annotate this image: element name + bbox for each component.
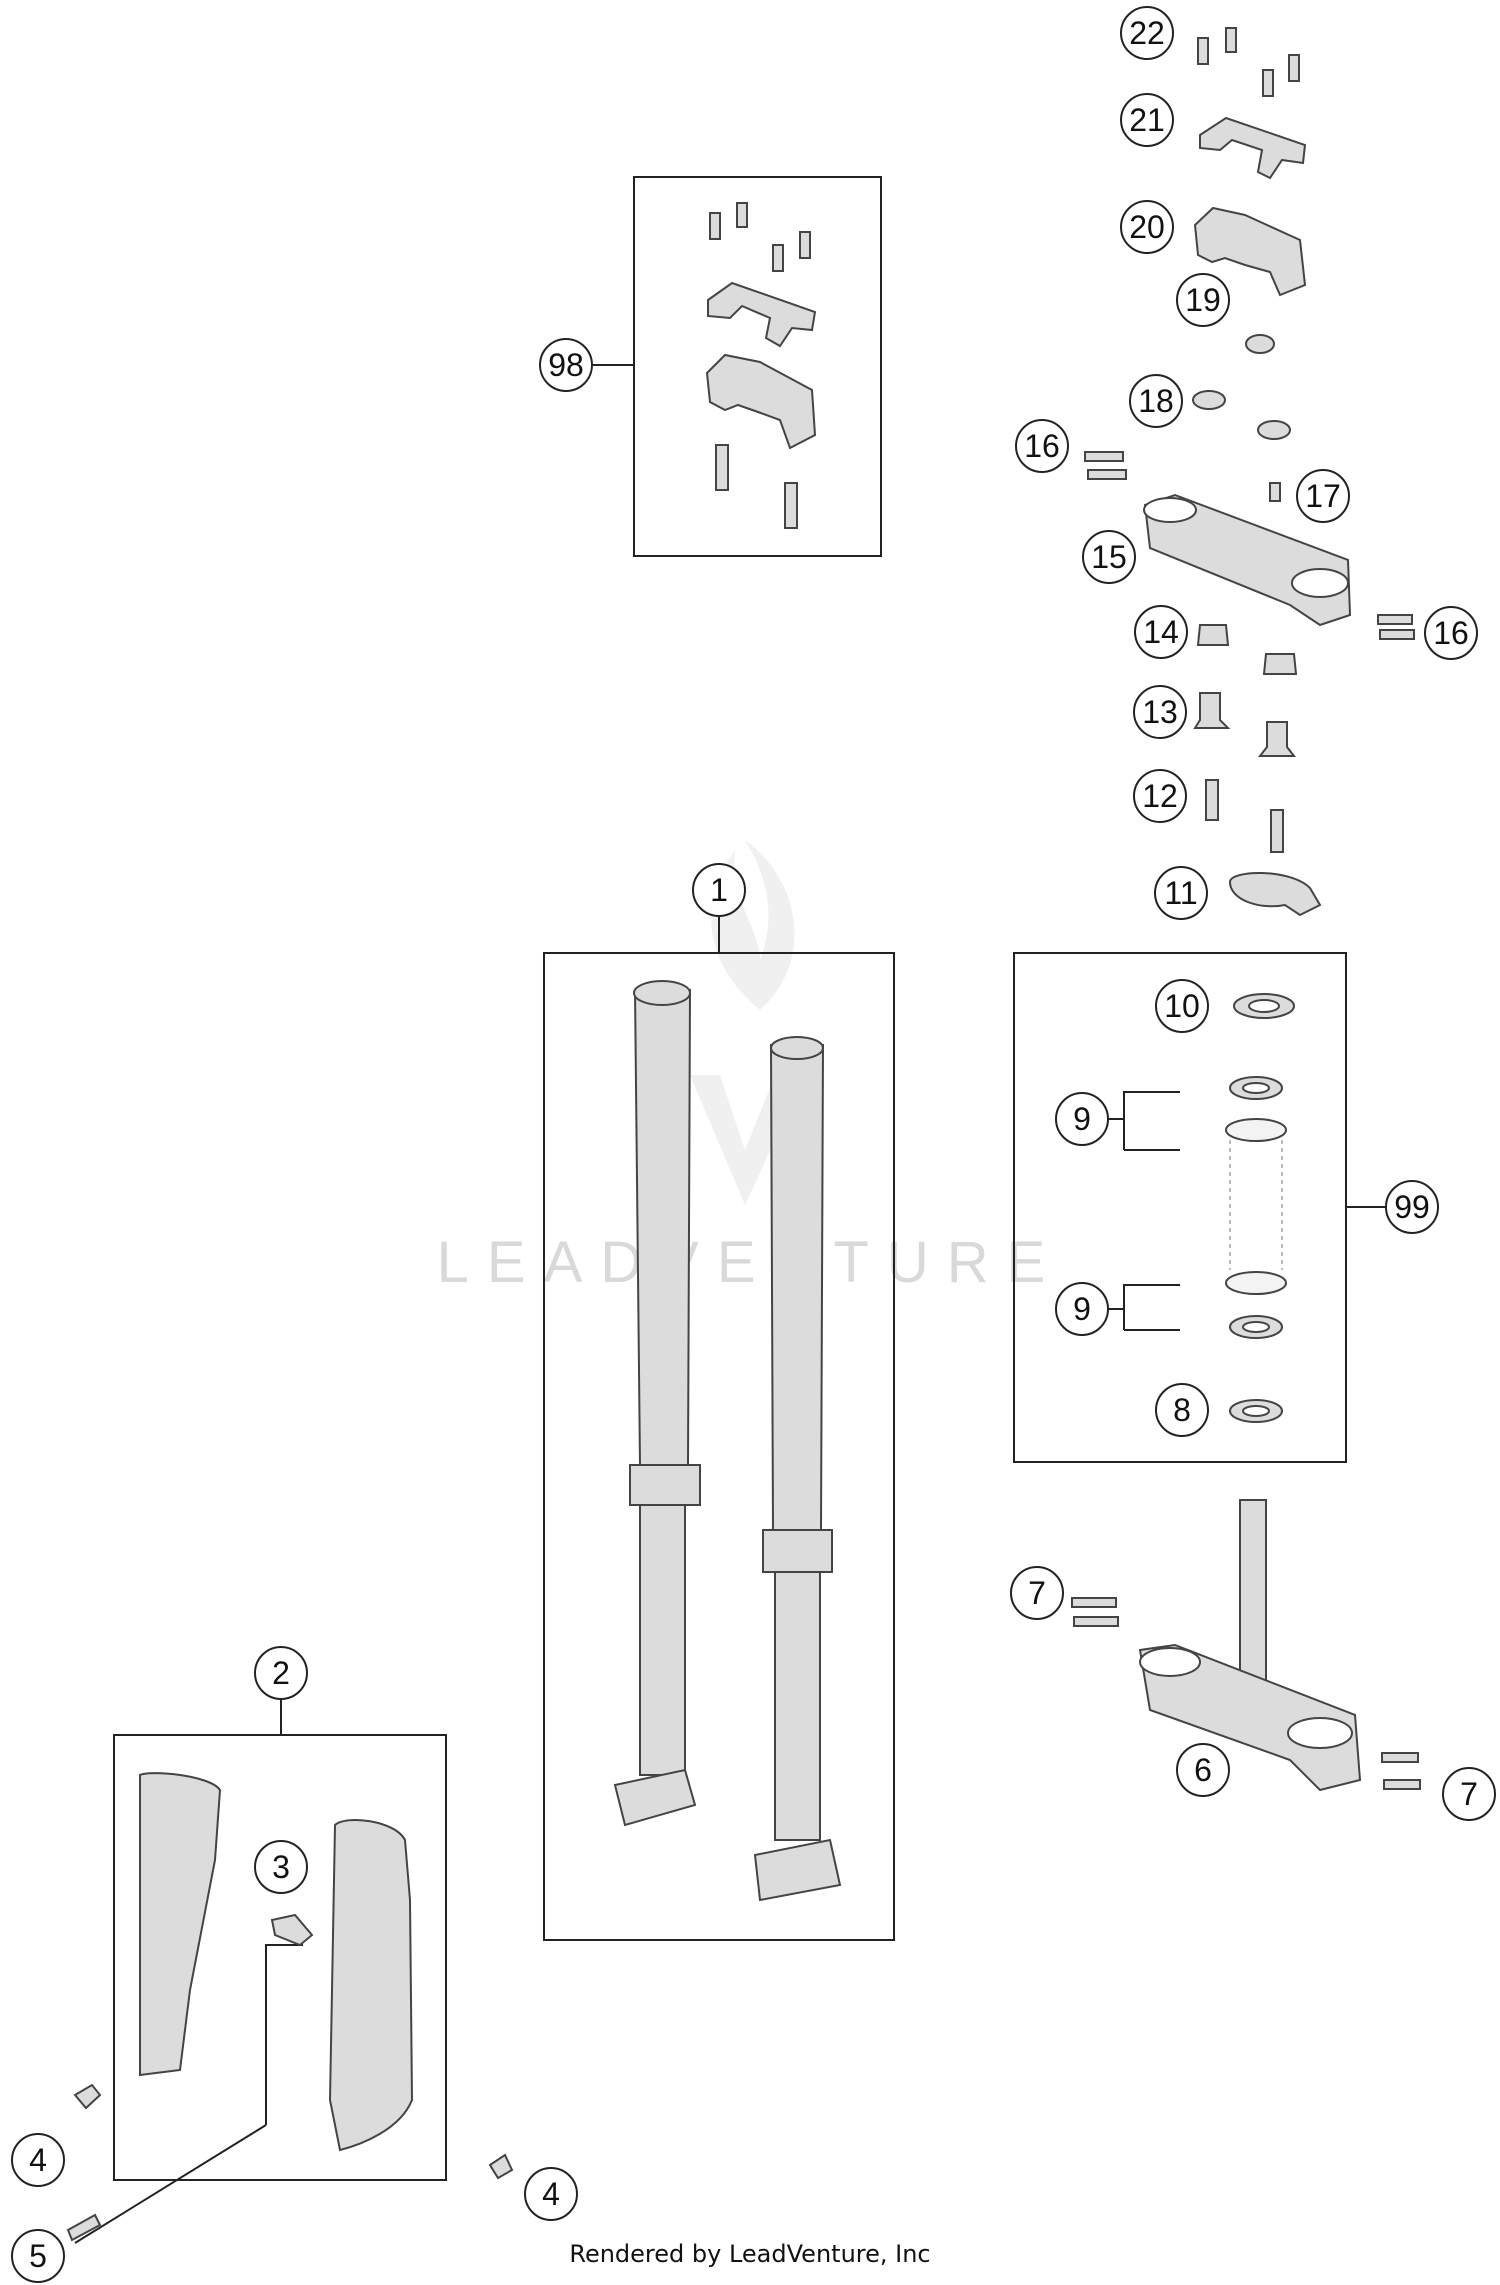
callout-15: 15 [1091, 539, 1127, 575]
fork-legs-1 [613, 980, 842, 1902]
clamp-3 [270, 1913, 314, 1947]
handlebar-clamp-21 [1199, 116, 1307, 180]
callout-18: 18 [1138, 383, 1174, 419]
callout-10: 10 [1164, 988, 1200, 1024]
callout-4-right: 4 [542, 2176, 560, 2212]
callout-16-upper: 16 [1024, 428, 1060, 464]
callout-16-lower: 16 [1433, 615, 1469, 651]
callout-20: 20 [1129, 209, 1165, 245]
callout-7-left: 7 [1028, 1575, 1046, 1611]
watermark-text: LEADVENTURE [437, 1230, 1064, 1295]
nut-19 [1245, 334, 1275, 354]
callout-7-right: 7 [1460, 1776, 1478, 1812]
callout-22: 22 [1129, 15, 1165, 51]
callout-98: 98 [548, 347, 584, 383]
fork-guard-right [328, 1819, 414, 2152]
callout-9-lower: 9 [1073, 1291, 1091, 1327]
callout-4-left: 4 [29, 2142, 47, 2178]
callout-21: 21 [1129, 102, 1165, 138]
fork-guard-left [139, 1772, 222, 2077]
callout-3: 3 [272, 1849, 290, 1885]
callout-8: 8 [1173, 1392, 1191, 1428]
callout-1: 1 [710, 872, 728, 908]
callout-12: 12 [1142, 778, 1178, 814]
callout-14: 14 [1143, 614, 1179, 650]
callout-labels: 22 21 20 98 19 18 16 17 15 14 16 13 12 1… [29, 15, 1478, 2274]
callout-19: 19 [1185, 282, 1221, 318]
bolt-22 [1197, 27, 1300, 97]
callout-6: 6 [1194, 1752, 1212, 1788]
callout-5: 5 [29, 2238, 47, 2274]
cable-guide-11 [1228, 871, 1322, 917]
callout-17: 17 [1305, 478, 1341, 514]
parts [66, 27, 1421, 2242]
rendered-by-footer: Rendered by LeadVenture, Inc [569, 2240, 931, 2268]
callout-circles [11, 6, 1496, 2283]
kit-98-box [633, 176, 882, 557]
callout-13: 13 [1142, 694, 1178, 730]
leader-lines [74, 364, 1386, 2244]
handlebar-clamp-20 [1193, 206, 1307, 297]
steering-stem-6 [1239, 1499, 1267, 1691]
callout-2: 2 [272, 1655, 290, 1691]
callout-11: 11 [1164, 875, 1197, 911]
callout-9-upper: 9 [1073, 1101, 1091, 1137]
callout-99: 99 [1394, 1189, 1430, 1225]
lower-triple-clamp-6 [1138, 1643, 1362, 1792]
